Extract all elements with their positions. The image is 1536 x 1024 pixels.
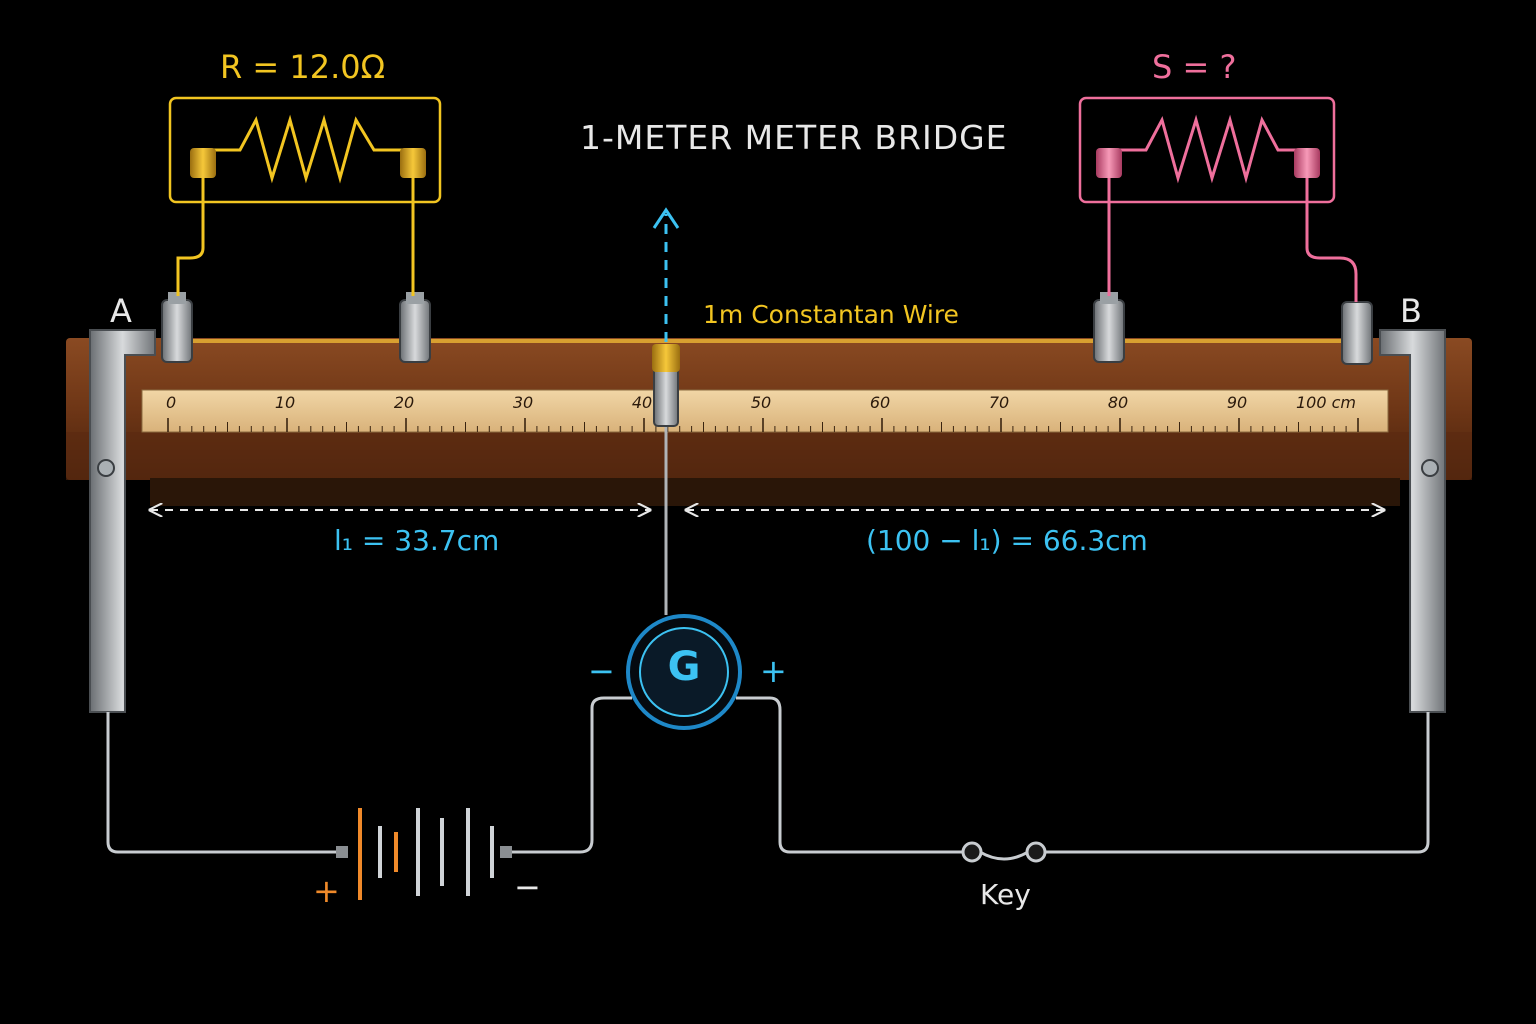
base-shadow [150, 478, 1400, 506]
galvanometer-inner-ring [639, 627, 729, 717]
wire-clamp-a-to-battery [106, 712, 338, 854]
resistor-s-terminal-left [1096, 148, 1122, 178]
resistor-s-label: S = ? [1152, 48, 1237, 86]
jockey-up-arrow-head [652, 207, 680, 229]
wooden-base-front [66, 432, 1472, 480]
terminal-b [1341, 301, 1373, 365]
page-title: 1-METER METER BRIDGE [580, 118, 1008, 157]
key-switch [961, 841, 1047, 863]
end-clamp-b [1379, 329, 1446, 713]
resistor-r-lead-left [176, 178, 205, 296]
jockey-body [653, 367, 679, 427]
scale-minor-ticks [167, 418, 1359, 432]
resistor-r-terminal-left [190, 148, 216, 178]
resistor-r-box [168, 96, 442, 204]
end-b-label: B [1400, 292, 1422, 330]
wire-key-to-clamp-b [1042, 712, 1430, 854]
scale-tick-label: 40 [632, 393, 652, 412]
key-label: Key [980, 878, 1031, 911]
terminal-r-right [399, 292, 431, 363]
terminal-s-left [1093, 292, 1125, 363]
scale-tick-label: 10 [275, 393, 295, 412]
resistor-s-lead-right [1305, 178, 1358, 302]
end-clamp-a [89, 329, 156, 713]
l2-length-label: (100 − l₁) = 66.3cm [866, 524, 1148, 557]
scale-tick-label: 50 [751, 393, 771, 412]
wire-battery-to-galvanometer [512, 696, 632, 854]
galvanometer-plus-label: + [760, 652, 787, 690]
terminal-a [161, 292, 193, 363]
scale-tick-label: 70 [989, 393, 1009, 412]
resistor-s-box [1078, 96, 1336, 204]
end-a-label: A [110, 292, 132, 330]
resistor-r-terminal-right [400, 148, 426, 178]
wire-label: 1m Constantan Wire [703, 300, 959, 329]
battery-plus-label: + [313, 872, 340, 910]
scale-strip [141, 389, 1389, 433]
scale-tick-label: 90 [1227, 393, 1247, 412]
scale-tick-label: 0 [166, 393, 176, 412]
scale-tick-label: 100 cm [1296, 393, 1356, 412]
l1-length-label: l₁ = 33.7cm [334, 524, 500, 557]
wire-galvanometer-to-key [736, 696, 966, 854]
resistor-s-terminal-right [1294, 148, 1320, 178]
jockey-cap [652, 344, 680, 372]
scale-tick-label: 60 [870, 393, 890, 412]
scale-tick-labels: 0 10 20 30 40 50 60 70 80 90 100 cm [166, 393, 1356, 412]
scale-tick-label: 30 [513, 393, 533, 412]
galvanometer-symbol: G [667, 644, 701, 690]
battery [336, 808, 512, 900]
resistor-s-zigzag [1110, 114, 1310, 184]
battery-minus-label: − [514, 868, 541, 906]
resistor-r-zigzag [202, 114, 412, 184]
resistor-r-label: R = 12.0Ω [220, 48, 386, 86]
scale-tick-label: 80 [1108, 393, 1128, 412]
scale-tick-label: 20 [394, 393, 414, 412]
galvanometer-minus-label: − [588, 652, 615, 690]
